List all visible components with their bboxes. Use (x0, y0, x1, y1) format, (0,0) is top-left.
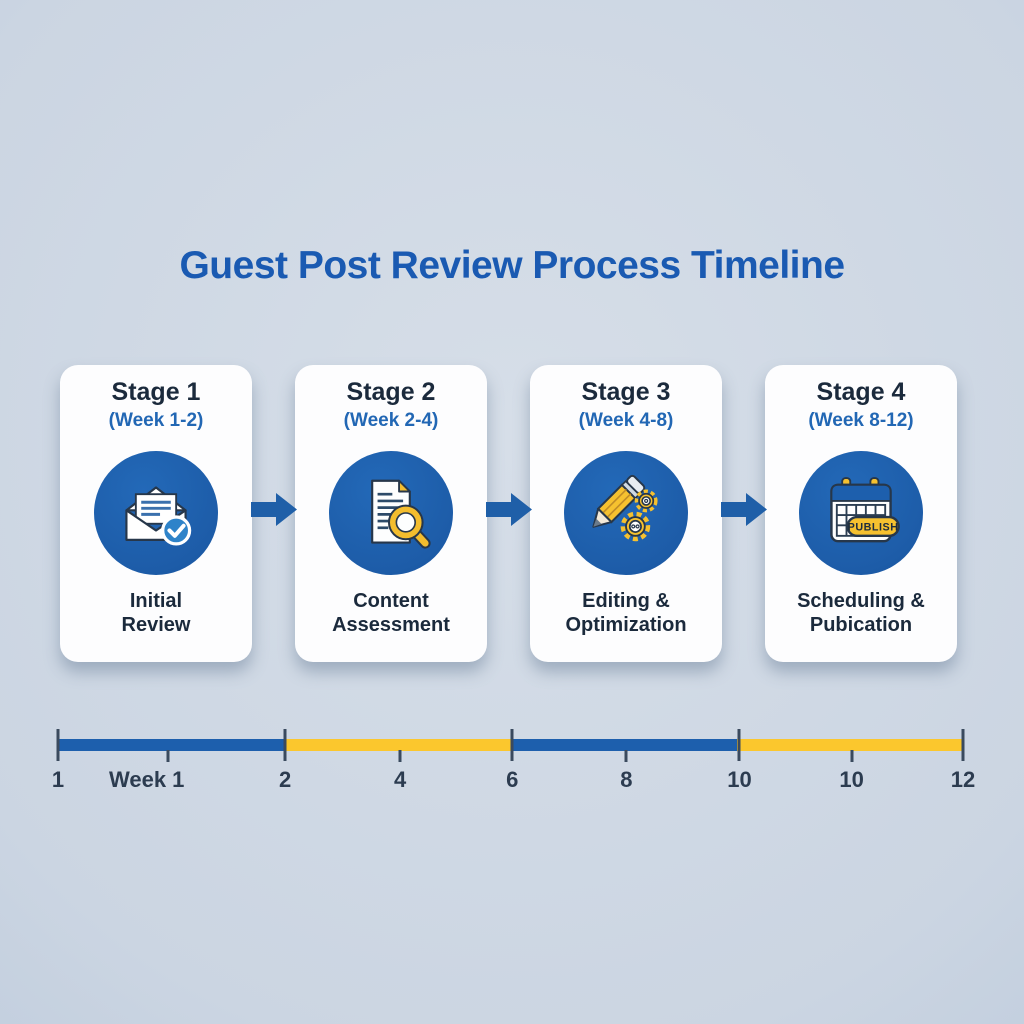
pencil-gears-icon (592, 474, 658, 541)
timeline-tick-major (56, 729, 60, 761)
timeline-label: 1 (51, 767, 65, 792)
stage-name: Stage 2 (346, 378, 436, 406)
icon-circle: PUBLISH (799, 450, 923, 575)
stage-card-2: Stage 2 (Week 2-4) Content Assessment (295, 365, 487, 662)
stage-name: Stage 1 (111, 378, 201, 406)
stage-label-line1: Editing & (582, 589, 670, 612)
timeline-label: 6 (506, 767, 519, 792)
stage-name: Stage 4 (816, 378, 906, 406)
stage-label: Initial Review (60, 589, 252, 638)
stage-weeks: (Week 8-12) (808, 409, 914, 431)
timeline-tick-minor (624, 750, 628, 762)
icon-circle (94, 450, 218, 575)
stage-label-line1: Content (353, 589, 429, 612)
timeline-label: Week 1 (108, 767, 185, 792)
timeline-tick-minor (850, 750, 854, 762)
stage-label: Scheduling & Pubication (765, 589, 957, 638)
stage-label-line2: Pubication (809, 614, 913, 637)
stage-label-line2: Review (121, 614, 191, 637)
timeline-label: 10 (839, 767, 864, 792)
timeline-tick-major (961, 729, 965, 761)
icon-circle (564, 450, 688, 575)
timeline-label: 2 (279, 767, 292, 792)
timeline-tick-major (283, 729, 287, 761)
envelope-check-icon (125, 485, 192, 546)
timeline-tick-minor (398, 750, 402, 762)
document-magnifier-icon (371, 479, 431, 549)
stage-weeks: (Week 4-8) (578, 409, 674, 431)
stage-label-line1: Initial (129, 589, 183, 612)
icon-circle (329, 450, 453, 575)
stage-weeks: (Week 2-4) (343, 409, 439, 431)
stage-label-line2: Assessment (332, 614, 450, 637)
arrow-right-icon (486, 493, 532, 526)
page-title: Guest Post Review Process Timeline (179, 244, 845, 287)
stage-label-line2: Optimization (565, 614, 687, 637)
stage-card-4: Stage 4 (Week 8-12) PUBLISH Scheduling & (765, 365, 957, 662)
stage-name: Stage 3 (581, 378, 671, 406)
stage-label: Content Assessment (295, 589, 487, 638)
timeline: 1 Week 1 2 4 6 8 10 10 12 (52, 727, 975, 797)
timeline-bar (58, 739, 963, 751)
timeline-tick-major (737, 729, 741, 761)
timeline-segment (510, 739, 737, 751)
calendar-publish-icon: PUBLISH (830, 476, 900, 542)
timeline-label: 8 (620, 767, 633, 792)
timeline-segment (736, 739, 963, 751)
timeline-label: 10 (727, 767, 752, 792)
timeline-label: 12 (950, 767, 976, 792)
timeline-tick-major (510, 729, 514, 761)
arrow-right-icon (721, 493, 767, 526)
stage-label: Editing & Optimization (530, 589, 722, 638)
timeline-segment (58, 739, 285, 751)
timeline-tick-minor (166, 750, 170, 762)
publish-badge-label: PUBLISH (848, 521, 899, 533)
timeline-segment (284, 739, 511, 751)
timeline-label: 4 (393, 767, 407, 792)
stage-weeks: (Week 1-2) (108, 409, 204, 431)
stage-label-line1: Scheduling & (797, 589, 925, 612)
stage-card-1: Stage 1 (Week 1-2) Initial Review (60, 365, 252, 662)
arrow-right-icon (251, 493, 297, 526)
stage-card-3: Stage 3 (Week 4-8) (530, 365, 722, 662)
